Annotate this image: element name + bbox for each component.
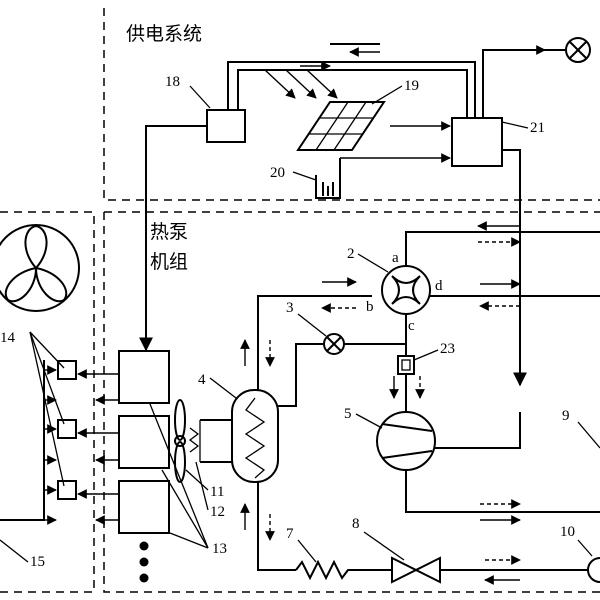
solar-panel-19 <box>296 101 386 151</box>
heat-pump-region <box>103 212 600 593</box>
label-19: 19 <box>404 78 419 94</box>
controller-14c <box>57 480 77 500</box>
four-way-valve-2 <box>381 265 431 315</box>
label-12: 12 <box>210 504 225 520</box>
sunlight-arrows <box>264 69 338 99</box>
heat-exchanger-4 <box>231 389 279 483</box>
power-system-label: 供电系统 <box>126 23 202 45</box>
label-9: 9 <box>562 408 570 424</box>
heat-pump-label-line2: 机组 <box>150 251 188 273</box>
controller-14b <box>57 419 77 439</box>
label-13: 13 <box>212 541 227 557</box>
port-b: b <box>366 299 374 315</box>
inverter-21 <box>451 117 503 167</box>
lamp-load-icon <box>565 37 591 63</box>
pump-10 <box>587 557 600 583</box>
label-23: 23 <box>440 341 455 357</box>
label-11: 11 <box>210 484 224 500</box>
compressor-5 <box>376 411 436 471</box>
label-8: 8 <box>352 516 360 532</box>
label-4: 4 <box>198 372 206 388</box>
label-2: 2 <box>347 246 355 262</box>
controller-14a <box>57 360 77 380</box>
capillary-7 <box>295 559 392 581</box>
heater-12 <box>188 419 232 463</box>
check-valve-8 <box>391 556 441 584</box>
label-5: 5 <box>344 406 352 422</box>
label-10: 10 <box>560 524 575 540</box>
label-20: 20 <box>270 165 285 181</box>
left-region <box>0 211 95 593</box>
port-c: c <box>408 318 415 334</box>
battery-20 <box>315 175 341 199</box>
label-21: 21 <box>530 120 545 136</box>
power-system-region <box>103 8 600 201</box>
unit-13a <box>118 350 170 404</box>
port-d: d <box>435 278 443 294</box>
more-units-dots <box>139 541 149 583</box>
fan-icon <box>0 224 80 312</box>
label-18: 18 <box>165 74 180 90</box>
controller-18 <box>206 109 246 143</box>
label-7: 7 <box>286 526 294 542</box>
heat-pump-label-line1: 热泵 <box>150 221 188 243</box>
label-15: 15 <box>30 554 45 570</box>
filter-23 <box>397 355 415 375</box>
label-14: 14 <box>0 330 16 346</box>
label-3: 3 <box>286 300 294 316</box>
unit-13c <box>118 480 170 534</box>
axial-fan-11 <box>174 399 186 483</box>
expansion-valve-3 <box>323 333 345 355</box>
unit-13b <box>118 415 170 469</box>
port-a: a <box>392 250 399 266</box>
